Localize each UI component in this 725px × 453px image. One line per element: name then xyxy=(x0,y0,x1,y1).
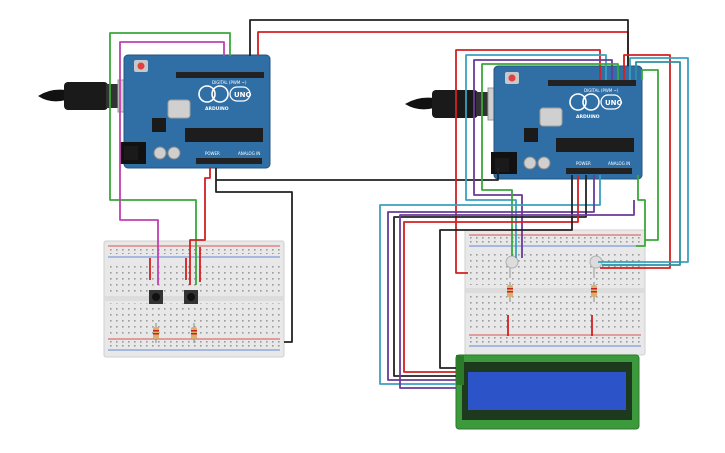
pushbutton-2 xyxy=(184,290,198,304)
arduino-uno-left: DIGITAL (PWM ~) UNO ARDUINO POWER ANALOG… xyxy=(38,54,271,169)
wire-green-right-1 xyxy=(481,63,619,256)
wire-black-left-top xyxy=(249,19,629,66)
wire-cyan-right-2 xyxy=(598,57,689,263)
wire-teal-right-3 xyxy=(602,61,681,266)
led-2 xyxy=(589,255,603,278)
arduino-uno-right: DIGITAL (PWM ~) UNO ARDUINO POWER ANALOG… xyxy=(405,65,643,180)
power-label-right: POWER xyxy=(576,161,591,166)
wire-black-lcd-2 xyxy=(439,175,573,369)
wire-red-left-power xyxy=(189,168,211,285)
power-label-left: POWER xyxy=(205,151,220,156)
resistor-2 xyxy=(191,323,197,343)
pushbutton-1 xyxy=(149,290,163,304)
wire-black-left-bridge xyxy=(216,168,499,181)
wire-black-left-gnd xyxy=(215,168,293,343)
analog-label-left: ANALOG IN xyxy=(238,151,260,156)
brand-label-right: ARDUINO xyxy=(576,114,600,120)
wire-green-right-2 xyxy=(641,69,659,241)
model-label-left: UNO xyxy=(234,91,252,99)
resistor-1 xyxy=(153,323,159,343)
wire-green-left xyxy=(109,32,231,285)
resistor-3 xyxy=(507,282,513,302)
arduino-logo-icon xyxy=(198,85,216,103)
wires xyxy=(109,19,689,389)
wire-red-lcd xyxy=(403,175,579,373)
digital-label-right: DIGITAL (PWM ~) xyxy=(584,88,619,93)
arduino-logo-icon xyxy=(569,93,587,111)
lcd-16x2 xyxy=(455,354,640,430)
digital-label-left: DIGITAL (PWM ~) xyxy=(212,80,247,85)
wire-black-lcd xyxy=(393,175,587,377)
analog-label-right: ANALOG IN xyxy=(608,161,630,166)
resistor-4 xyxy=(591,282,597,302)
model-label-right: UNO xyxy=(605,99,623,107)
wire-purple-lcd xyxy=(387,175,595,381)
wire-red-right-2 xyxy=(600,54,671,269)
wire-cyan-lcd xyxy=(379,175,601,385)
wire-magenta-left xyxy=(119,41,225,285)
wire-purple-lcd-2 xyxy=(399,200,635,389)
brand-label-left: ARDUINO xyxy=(205,106,229,112)
wire-green-right-3 xyxy=(636,175,646,247)
breadboard-right xyxy=(464,229,646,356)
